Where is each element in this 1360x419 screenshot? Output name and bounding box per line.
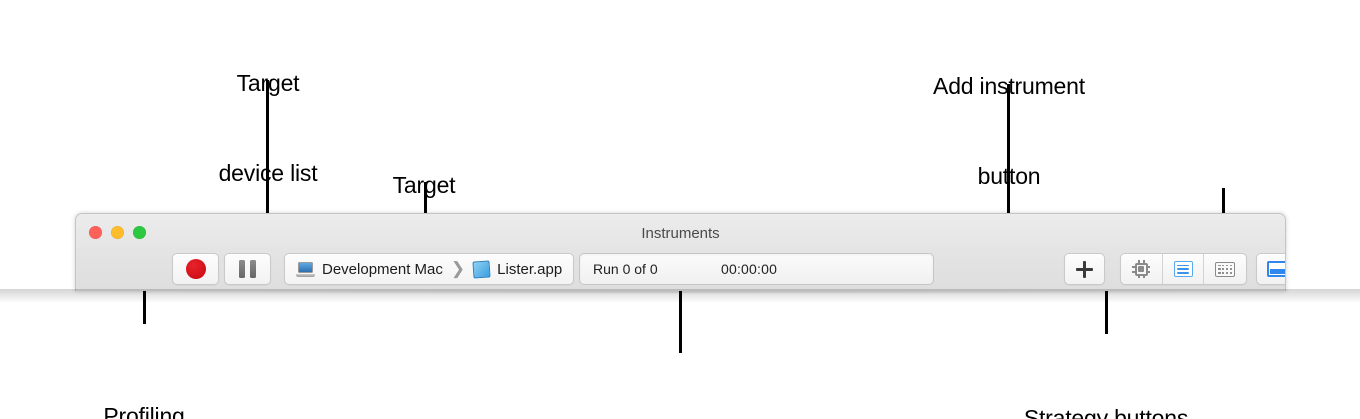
view-button-bottom-pane[interactable]: [1257, 254, 1285, 284]
pause-icon: [239, 260, 256, 278]
target-breadcrumb[interactable]: Development Mac ❯ Lister.app: [284, 253, 575, 285]
annotation-line-1: Add instrument: [933, 73, 1085, 99]
app-document-icon: [472, 259, 491, 279]
view-buttons: [1256, 253, 1285, 285]
target-device-label: Development Mac: [322, 260, 443, 278]
leader-line-strategy-buttons: [1105, 290, 1108, 334]
run-status-label: Run 0 of 0: [593, 261, 658, 277]
plus-icon: [1076, 260, 1093, 278]
annotation-profiling-controls: Profiling controls: [54, 341, 234, 419]
leader-line-target-device-list: [266, 80, 269, 252]
target-process-list[interactable]: Lister.app: [472, 259, 563, 279]
annotation-activity-viewer: Activity viewer: [578, 362, 778, 419]
zoom-button[interactable]: [133, 226, 146, 239]
record-button[interactable]: [172, 253, 219, 285]
record-circle-icon: [185, 259, 206, 279]
window-title: Instruments: [641, 225, 720, 242]
toolbar: Development Mac ❯ Lister.app Run 0 of 0 …: [76, 250, 1285, 291]
window-traffic-lights: [89, 226, 146, 239]
strategy-button-profile[interactable]: [1163, 254, 1205, 284]
annotation-add-instrument-button: Add instrument button: [900, 11, 1118, 251]
laptop-icon: [296, 261, 315, 277]
keyboard-grid-icon: [1215, 261, 1236, 277]
bottom-pane-icon: [1266, 261, 1285, 277]
annotation-strategy-buttons: Strategy buttons: [1003, 343, 1209, 419]
leader-line-view-buttons: [1222, 188, 1225, 232]
target-process-label: Lister.app: [497, 260, 563, 278]
strategy-buttons: [1120, 253, 1247, 285]
annotation-line-1: Strategy buttons: [1023, 405, 1189, 419]
chip-icon: [1132, 260, 1151, 278]
elapsed-time-label: 00:00:00: [721, 261, 778, 277]
target-device-list[interactable]: Development Mac: [296, 261, 443, 278]
strategy-button-instruments[interactable]: [1121, 254, 1163, 284]
annotation-line-1: Profiling: [103, 403, 185, 419]
close-button[interactable]: [89, 226, 102, 239]
leader-line-activity-viewer: [679, 281, 682, 353]
breadcrumb-chevron-icon: ❯: [450, 259, 466, 278]
add-instrument-button[interactable]: [1064, 253, 1105, 285]
instruments-window: Instruments Development Mac: [75, 213, 1286, 291]
leader-line-profiling-controls: [143, 290, 146, 324]
strategy-button-console[interactable]: [1204, 254, 1246, 284]
list-lines-icon: [1173, 261, 1193, 277]
minimize-button[interactable]: [111, 226, 124, 239]
annotation-target-device-list: Target device list: [178, 8, 358, 248]
pause-button[interactable]: [224, 253, 271, 285]
leader-line-add-instrument-button: [1007, 84, 1010, 250]
annotation-line-2: device list: [218, 160, 318, 186]
activity-viewer[interactable]: Run 0 of 0 00:00:00: [579, 253, 934, 285]
